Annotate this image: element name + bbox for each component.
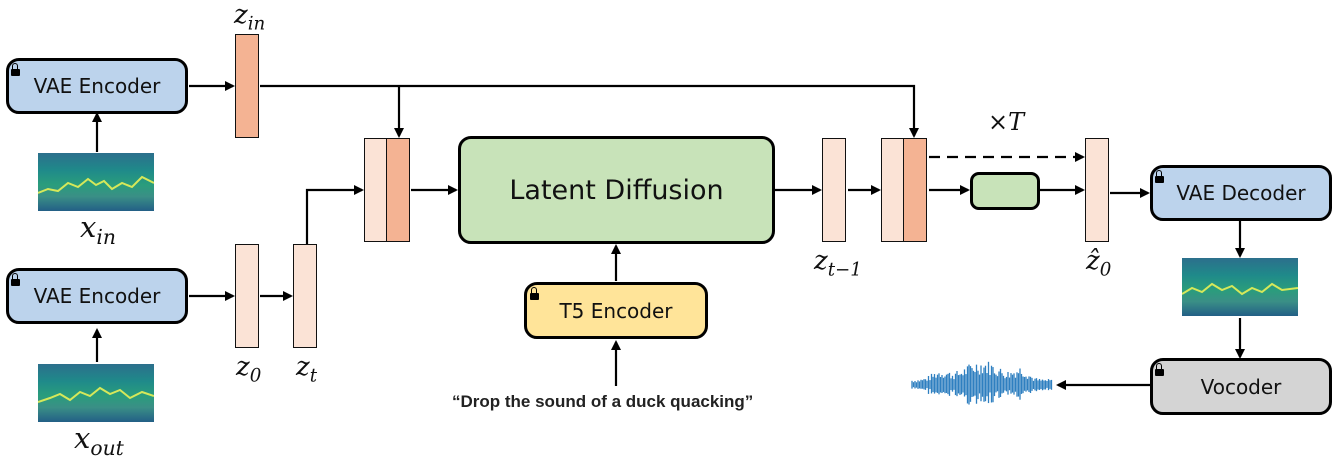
concat-noisy-latent (364, 138, 388, 242)
text-prompt: “Drop the sound of a duck quacking” (452, 392, 754, 411)
latent-z-in (235, 34, 259, 138)
vae-encoder-bottom: VAE Encoder (6, 268, 188, 324)
vocoder: Vocoder (1150, 358, 1332, 415)
unlock-icon (1155, 170, 1164, 183)
unlock-icon (11, 63, 20, 76)
label-z-in: zin (234, 0, 266, 35)
label-z-t-minus-1: zt−1 (814, 246, 862, 281)
vae-encoder-top: VAE Encoder (6, 58, 188, 114)
spectrogram-image (38, 364, 154, 422)
label-z-t: zt (296, 352, 318, 387)
label-x-in: xin (80, 210, 116, 250)
spectrogram-trace (1182, 282, 1298, 296)
latent-z-t (293, 244, 317, 348)
unlock-icon (530, 287, 539, 300)
spectrogram-image (38, 153, 154, 211)
concat-input-latent (386, 138, 410, 242)
latent-z-0 (235, 244, 259, 348)
unlock-icon (1155, 363, 1164, 376)
spectrogram-trace (38, 175, 154, 194)
latent-diffusion: Latent Diffusion (458, 136, 775, 244)
unlock-icon (11, 273, 20, 286)
latent-z-hat-0 (1085, 138, 1109, 242)
label-z-0: z0 (236, 352, 262, 387)
latent-z-t-minus-1 (822, 138, 846, 242)
concat2-input-latent (903, 138, 927, 242)
vae-decoder: VAE Decoder (1150, 165, 1332, 221)
label-x-out: xout (74, 421, 124, 460)
label-z-hat-0: ẑ0 (1086, 246, 1112, 281)
label-times-t: ×T (988, 108, 1025, 136)
latent-diffusion-step (970, 172, 1040, 210)
spectrogram-trace (38, 386, 154, 403)
waveform-image (911, 361, 1053, 405)
t5-encoder: T5 Encoder (524, 282, 708, 339)
concat2-noisy-latent (881, 138, 905, 242)
